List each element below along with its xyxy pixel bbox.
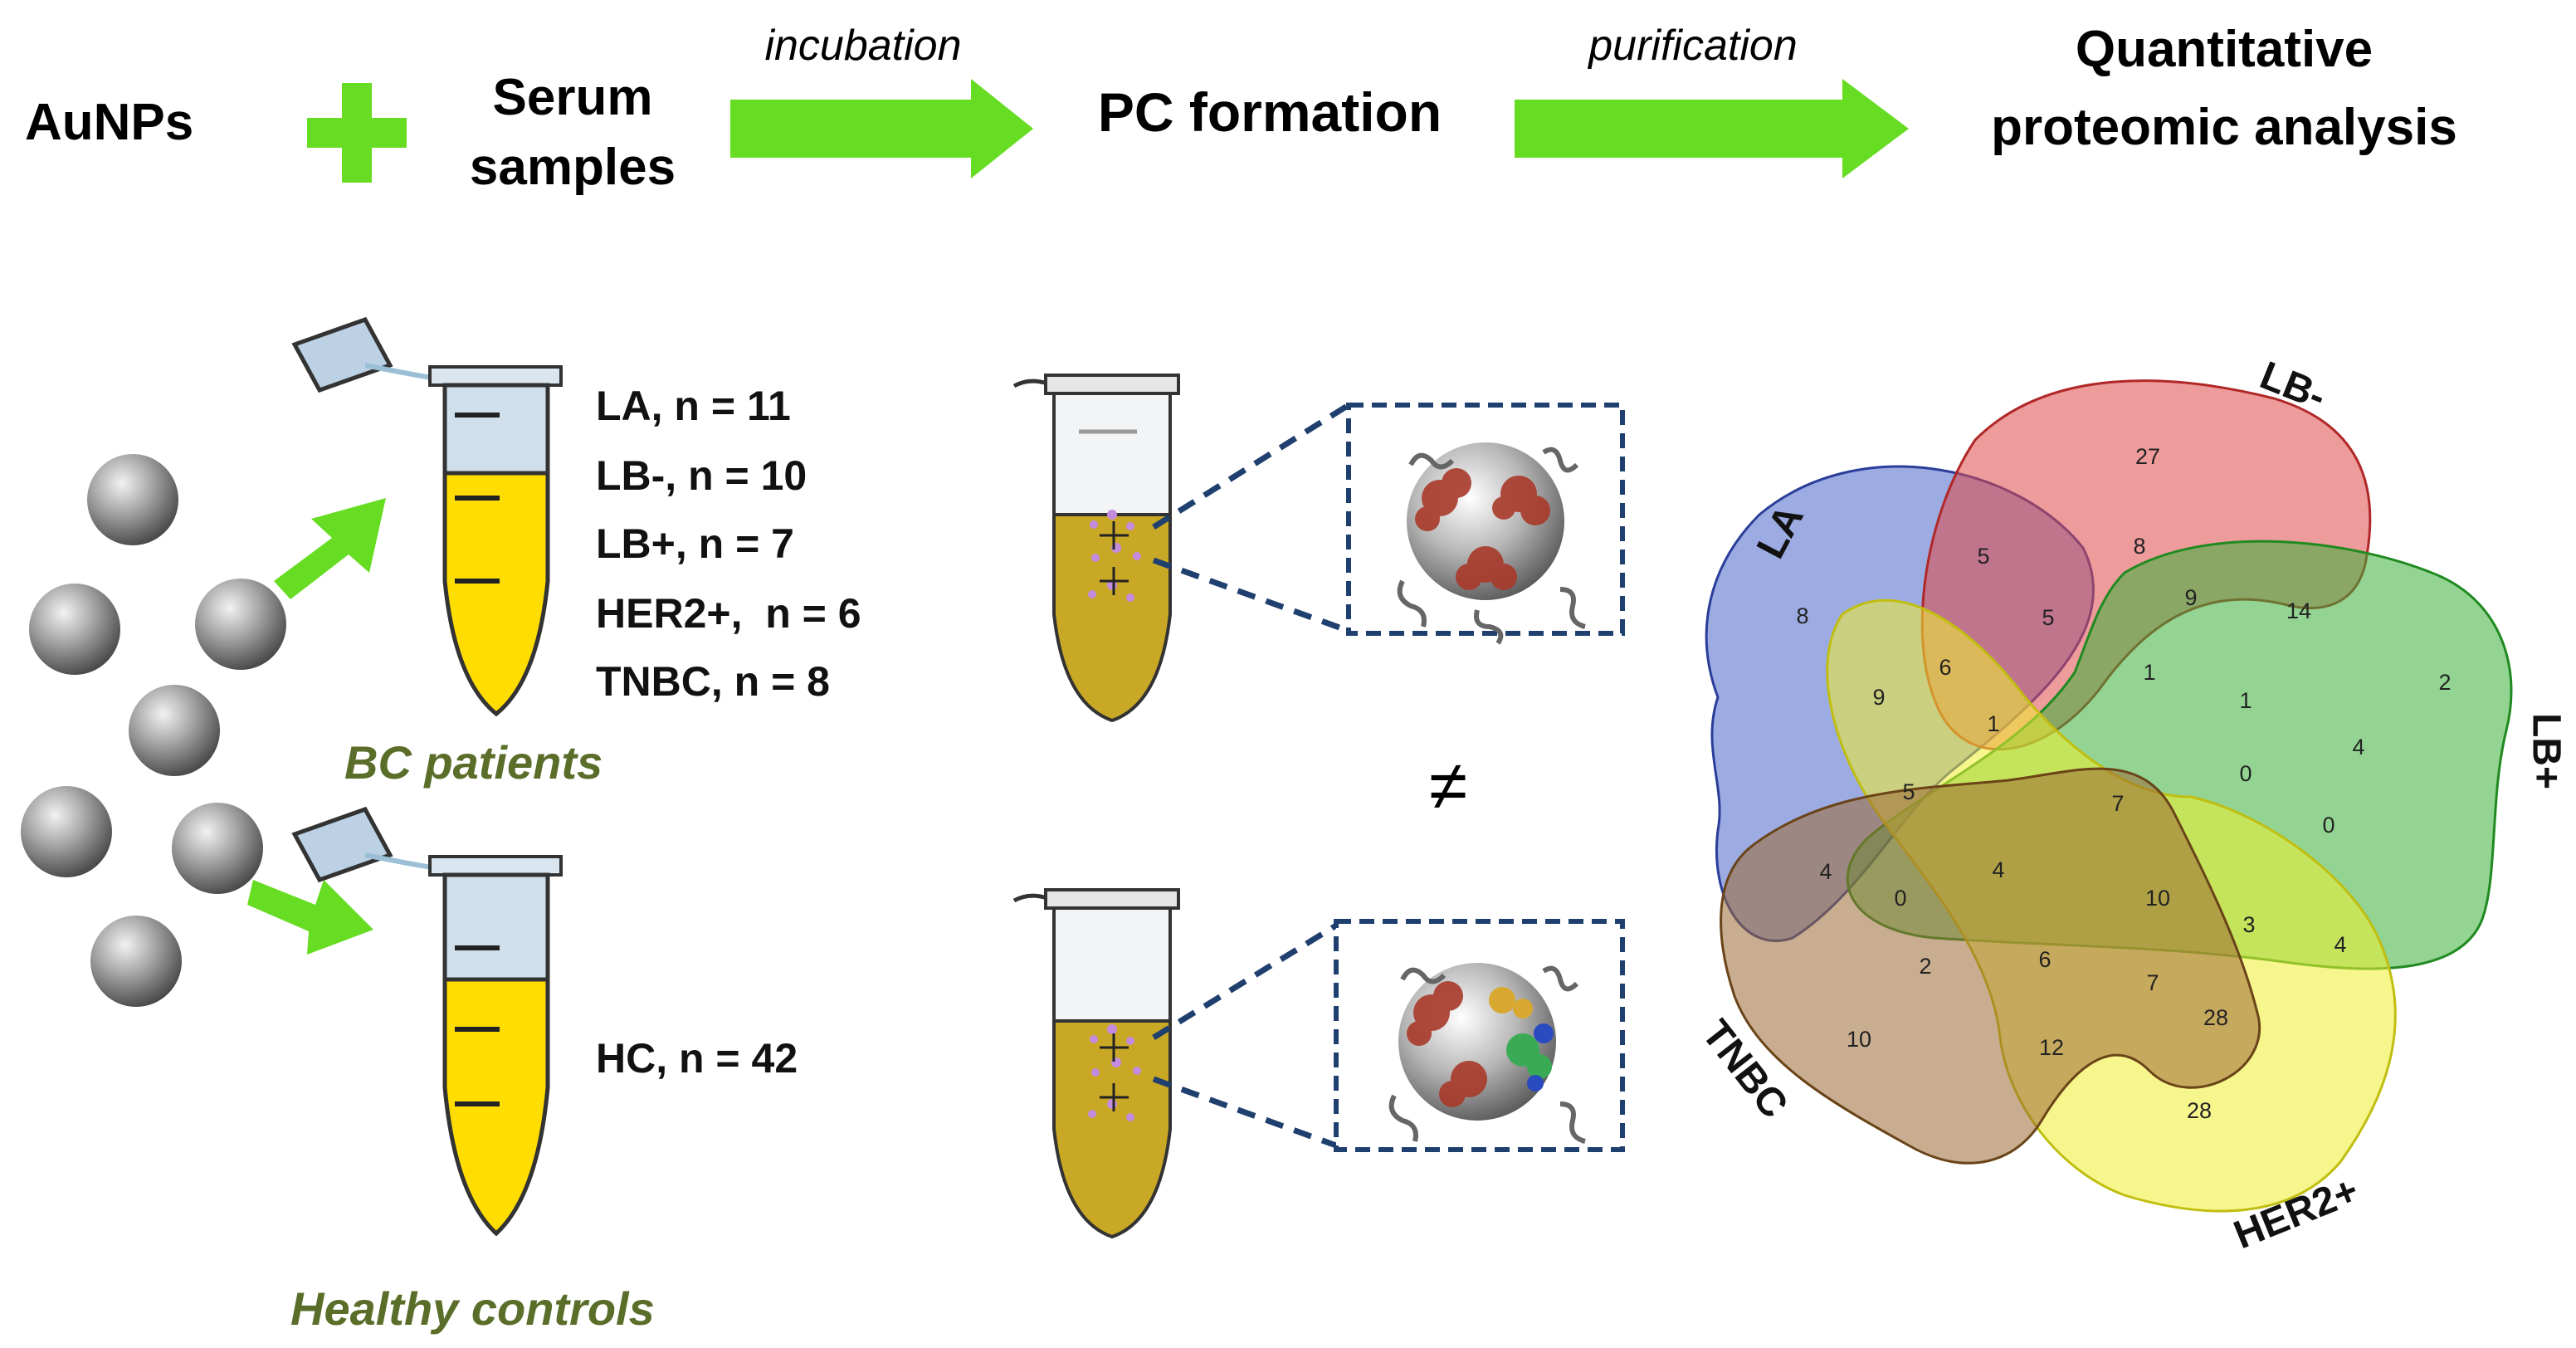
venn-count: 10: [1847, 1027, 1871, 1052]
venn-count: 9: [1872, 685, 1885, 710]
nanoparticle-sphere: [129, 685, 220, 776]
step-aunps: AuNPs: [25, 94, 193, 151]
gold-nanoparticles: [21, 454, 286, 1007]
venn-count: 5: [1977, 544, 1989, 569]
cohort-la: LA, n = 11: [596, 383, 791, 429]
nanoparticle-sphere: [172, 803, 263, 894]
step-quant-line2: proteomic analysis: [1991, 99, 2457, 156]
venn-count: 12: [2039, 1035, 2064, 1060]
cohort-hc: HC, n = 42: [596, 1035, 798, 1082]
venn-count: 10: [2145, 886, 2170, 911]
arrow-label-purification: purification: [1587, 22, 1797, 70]
venn-set-tnbc: [1720, 767, 2261, 1165]
zoom-lines: [1152, 403, 1350, 1149]
venn-count: 5: [2042, 605, 2054, 630]
venn-count: 6: [1939, 655, 1951, 680]
arrow-down-right-icon: [247, 880, 373, 955]
venn-count: 28: [2203, 1005, 2228, 1030]
venn-count: 0: [1894, 886, 1906, 911]
protein-corona-inset-top: [1346, 403, 1625, 645]
venn-count: 1: [2143, 660, 2155, 685]
venn-count: 4: [2334, 932, 2346, 957]
nanoparticle-sphere: [29, 584, 120, 675]
arrow-up-right-icon: [274, 498, 386, 599]
arrow-label-incubation: incubation: [764, 22, 961, 70]
cohort-tnbc: TNBC, n = 8: [596, 658, 830, 705]
venn-count: 0: [2239, 761, 2252, 786]
nanoparticle-sphere: [21, 786, 112, 877]
tube-healthy-controls: [291, 806, 563, 1237]
group-label-bc-patients: BC patients: [344, 736, 603, 789]
venn-count: 4: [1819, 859, 1832, 884]
venn-count: 7: [2146, 970, 2159, 995]
tube-bc-patients: [291, 316, 563, 717]
protein-corona-inset-bottom: [1334, 919, 1625, 1152]
cohort-her2: HER2+, n = 6: [596, 590, 861, 637]
venn-count: 27: [2135, 444, 2160, 469]
venn-count: 6: [2038, 947, 2051, 972]
nanoparticle-sphere: [90, 916, 182, 1007]
venn-count: 0: [2322, 813, 2334, 838]
group-label-healthy-controls: Healthy controls: [290, 1282, 655, 1335]
cohort-lb-minus: LB-, n = 10: [596, 452, 807, 499]
venn-count: 28: [2187, 1098, 2212, 1123]
arrow-right-icon: [1515, 79, 1909, 178]
pc-tube-top: [1012, 374, 1180, 723]
venn-label-lb-plus: LB+: [2524, 713, 2568, 789]
venn-count: 3: [2242, 912, 2255, 937]
step-quant-line1: Quantitative: [2076, 21, 2373, 78]
step-serum-line1: Serum: [493, 69, 653, 126]
venn-count: 8: [2133, 534, 2145, 559]
nanoparticle-sphere: [195, 579, 286, 670]
not-equal-symbol: ≠: [1429, 746, 1467, 824]
step-serum-line2: samples: [470, 139, 676, 196]
venn-count: 2: [2438, 670, 2451, 695]
venn-count: 4: [1992, 857, 2004, 882]
plus-icon: [307, 83, 407, 183]
venn-count: 7: [2111, 791, 2124, 816]
pc-tube-bottom: [1012, 888, 1180, 1239]
venn-count: 1: [2239, 688, 2252, 713]
venn-diagram: LA LB- LB+ HER2+ TNBC 27 5 8 8 5 9 14 2 …: [1693, 354, 2568, 1258]
venn-count: 14: [2286, 598, 2311, 623]
nanoparticle-sphere: [87, 454, 178, 545]
cohort-lb-plus: LB+, n = 7: [596, 520, 794, 567]
venn-count: 8: [1796, 603, 1808, 628]
venn-count: 5: [1902, 779, 1915, 804]
venn-count: 9: [2184, 585, 2197, 610]
venn-count: 2: [1919, 954, 1931, 979]
venn-count: 4: [2352, 735, 2364, 759]
arrow-right-icon: [730, 79, 1033, 178]
step-pc-formation: PC formation: [1098, 81, 1442, 143]
venn-count: 1: [1987, 711, 1999, 736]
